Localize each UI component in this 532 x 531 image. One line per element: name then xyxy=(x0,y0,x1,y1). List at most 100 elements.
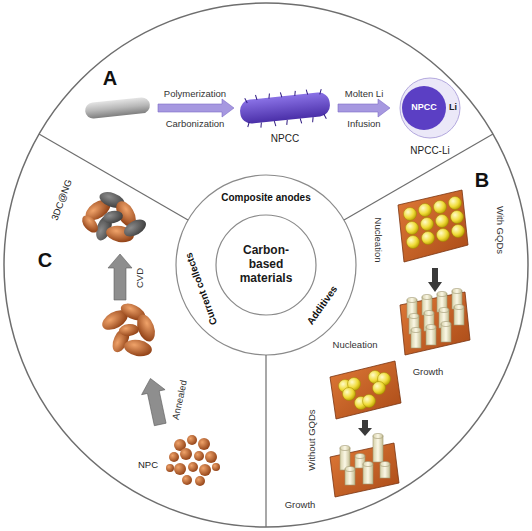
lithium-columns xyxy=(424,311,434,316)
graphene-coated-framework xyxy=(79,212,101,235)
substrate-plate xyxy=(398,190,468,262)
npc-particles xyxy=(182,475,192,485)
lithium-nuclei xyxy=(421,218,434,231)
graphene-coated-framework xyxy=(121,216,149,240)
annealed-framework xyxy=(99,300,158,358)
lithium-columns xyxy=(454,305,464,310)
npcc-rod xyxy=(247,122,250,127)
lithium-columns xyxy=(409,314,419,319)
condition-label: Without GQDs xyxy=(307,409,317,470)
npc-particles xyxy=(194,451,204,461)
annealed-framework xyxy=(123,338,153,359)
substrate-plate xyxy=(330,190,470,497)
material-label: NPCC xyxy=(271,133,299,144)
lithium-columns xyxy=(373,434,383,439)
lithium-nuclei xyxy=(419,204,432,217)
lithium-columns xyxy=(452,289,462,294)
npcc-rod xyxy=(274,121,276,126)
npc-particles xyxy=(205,451,217,463)
npc-particles xyxy=(195,476,205,486)
process-arrow xyxy=(108,254,132,300)
npc-particles xyxy=(180,448,192,460)
panel-letter: C xyxy=(38,249,52,271)
step-label: Nucleation xyxy=(373,218,383,263)
step-label: CVD xyxy=(135,268,145,288)
step-label: Polymerization xyxy=(164,89,226,99)
frame-circles xyxy=(176,175,356,355)
lithium-columns xyxy=(340,446,350,451)
npcc-rod xyxy=(306,90,308,95)
material-label: NPCC-Li xyxy=(410,145,449,156)
condition-label: With GQDs xyxy=(495,206,505,254)
npcc-rod xyxy=(280,92,282,97)
carbon-rod xyxy=(84,97,150,120)
lithium-columns xyxy=(407,298,417,303)
npcc-rod xyxy=(312,117,314,122)
center-circle: Carbon-based materials xyxy=(216,215,316,315)
step-arrow xyxy=(358,420,372,436)
npcc-rod xyxy=(319,89,322,94)
npc-particles xyxy=(169,452,179,462)
substrate-plate xyxy=(400,292,470,355)
process-arrow xyxy=(108,254,172,427)
lithium-nuclei xyxy=(407,236,420,249)
npcc-rod xyxy=(239,87,332,129)
process-arrow xyxy=(338,99,390,117)
step-arrow xyxy=(358,268,442,436)
lithium-nuclei xyxy=(373,382,386,395)
step-label: Nucleation xyxy=(333,340,378,350)
npcc-rod xyxy=(255,95,257,100)
lithium-columns xyxy=(411,328,421,333)
ring-label: Composite anodes xyxy=(221,192,310,203)
lithium-nuclei xyxy=(452,225,465,238)
graphene-coated-framework xyxy=(102,209,124,224)
step-label: Growth xyxy=(413,367,444,377)
npcc-rod xyxy=(324,114,327,119)
lithium-nuclei xyxy=(436,215,449,228)
npc-particles xyxy=(188,462,198,472)
lithium-columns xyxy=(363,464,373,484)
npcc-rod xyxy=(239,91,331,124)
process-arrow xyxy=(139,376,172,427)
lithium-nuclei xyxy=(404,208,417,221)
lithium-nuclei xyxy=(437,229,450,242)
lithium-nuclei xyxy=(363,395,376,408)
npc-particles xyxy=(212,463,220,471)
material-label: NPC xyxy=(138,460,158,470)
annealed-framework xyxy=(119,323,140,337)
panel-letter: A xyxy=(103,67,117,89)
lithium-nuclei xyxy=(434,201,447,214)
sector-dividers xyxy=(265,355,266,527)
lithium-columns xyxy=(355,454,365,459)
step-arrow xyxy=(428,268,442,292)
sector-dividers xyxy=(39,134,493,527)
step-label: Infusion xyxy=(347,119,380,129)
lithium-nuclei xyxy=(343,388,356,401)
npc-particles xyxy=(166,464,174,472)
npcc-rod xyxy=(286,120,288,125)
npcc-rod xyxy=(245,88,327,129)
lithium-columns xyxy=(426,325,436,330)
panel-letter: B xyxy=(475,169,489,191)
frame-circles xyxy=(4,3,528,527)
lithium-nuclei xyxy=(406,222,419,235)
lithium-nuclei xyxy=(422,232,435,245)
lithium-columns xyxy=(437,292,447,297)
npcc-rod xyxy=(260,123,262,128)
npcc-li-sphere xyxy=(402,86,446,130)
frame-circles xyxy=(4,3,528,527)
npcc-rod xyxy=(245,98,248,103)
process-arrow xyxy=(158,99,234,117)
lithium-columns xyxy=(363,462,373,467)
lithium-columns xyxy=(441,322,451,327)
frame-circles xyxy=(216,215,316,315)
substrate-plate xyxy=(330,443,399,497)
step-label: Molten Li xyxy=(345,89,384,99)
lithium-columns xyxy=(380,462,390,467)
material-label: NPCC xyxy=(411,103,437,113)
lithium-columns xyxy=(345,467,355,472)
npcc-li-sphere xyxy=(400,78,460,138)
npc-particles xyxy=(187,435,197,445)
npc-particles xyxy=(166,435,220,486)
material-label: Li xyxy=(449,103,457,113)
